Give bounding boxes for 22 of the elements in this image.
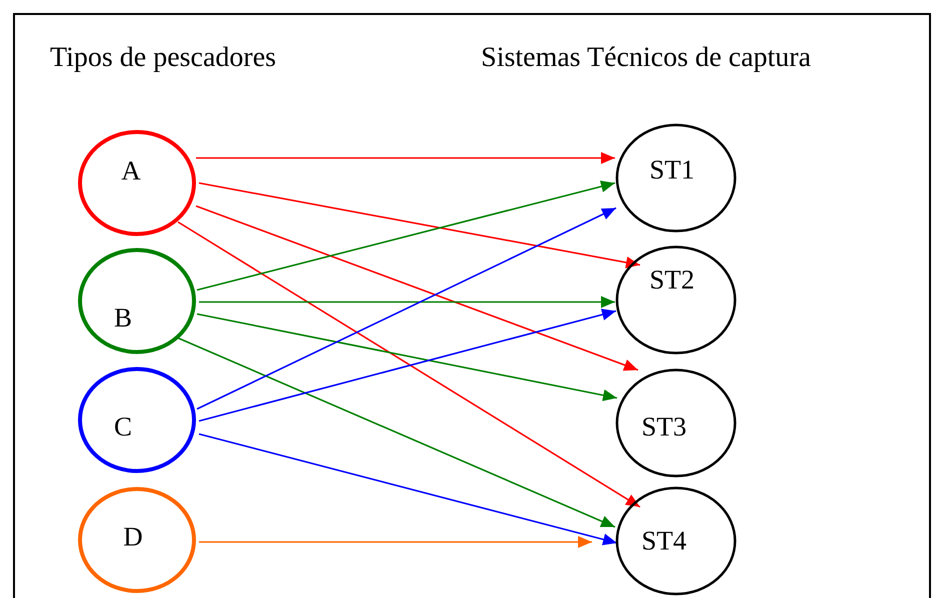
column-heading: Tipos de pescadores	[50, 42, 276, 74]
arrow	[199, 296, 615, 308]
node-label: ST4	[642, 526, 686, 556]
arrow	[198, 308, 616, 422]
arrow	[196, 313, 618, 402]
column-heading: Sistemas Técnicos de captura	[481, 42, 811, 74]
arrow	[196, 152, 615, 164]
arrow	[196, 207, 616, 410]
arrow	[199, 536, 592, 548]
arrow	[198, 182, 640, 268]
arrow	[198, 433, 618, 546]
node-label: D	[123, 522, 143, 552]
node-label: B	[114, 302, 132, 334]
arrow	[178, 221, 640, 508]
arrow	[196, 205, 638, 371]
node-label: ST2	[650, 264, 694, 296]
node-label: C	[114, 412, 132, 442]
arrow	[178, 337, 616, 528]
node-label: ST1	[650, 154, 694, 186]
node-label: ST3	[642, 412, 686, 442]
arrow	[196, 180, 616, 291]
node-label: A	[121, 156, 141, 186]
